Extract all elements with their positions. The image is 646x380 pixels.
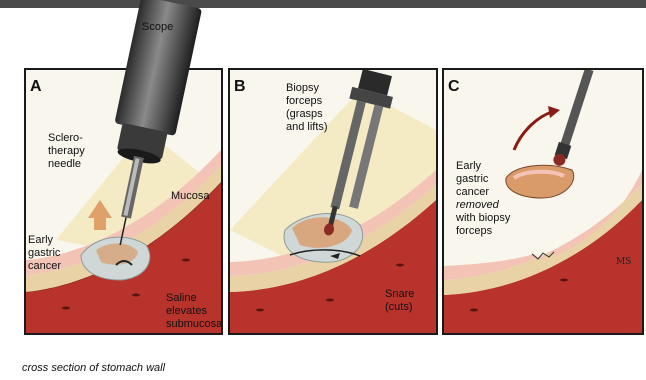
publisher-logo: MS	[616, 258, 631, 267]
panel-a-letter: A	[30, 78, 42, 96]
panel-c-letter: C	[448, 78, 460, 96]
snare-label: Snare (cuts)	[385, 288, 414, 314]
top-bar	[0, 0, 646, 8]
figure-caption: cross section of stomach wall	[22, 362, 165, 374]
sclerotherapy-needle-label: Sclero- therapy needle	[48, 132, 85, 171]
biopsy-forceps-label: Biopsy forceps (grasps and lifts)	[286, 82, 328, 134]
panel-c: C Early gastric cancer removed with biop…	[442, 68, 644, 335]
panel-b: B Biopsy forceps (grasps and lifts) Snar…	[228, 68, 438, 335]
removed-cancer-label: Early gastric cancer removed with biopsy…	[456, 160, 510, 238]
early-cancer-label: Early gastric cancer	[28, 234, 61, 273]
mucosa-label: Mucosa	[171, 190, 210, 203]
panel-b-letter: B	[234, 78, 246, 96]
scope-label: Scope	[142, 21, 173, 33]
saline-label: Saline elevates submucosa	[166, 292, 222, 331]
panel-a: A Sclero- therapy needle Mucosa Early ga…	[24, 68, 223, 335]
